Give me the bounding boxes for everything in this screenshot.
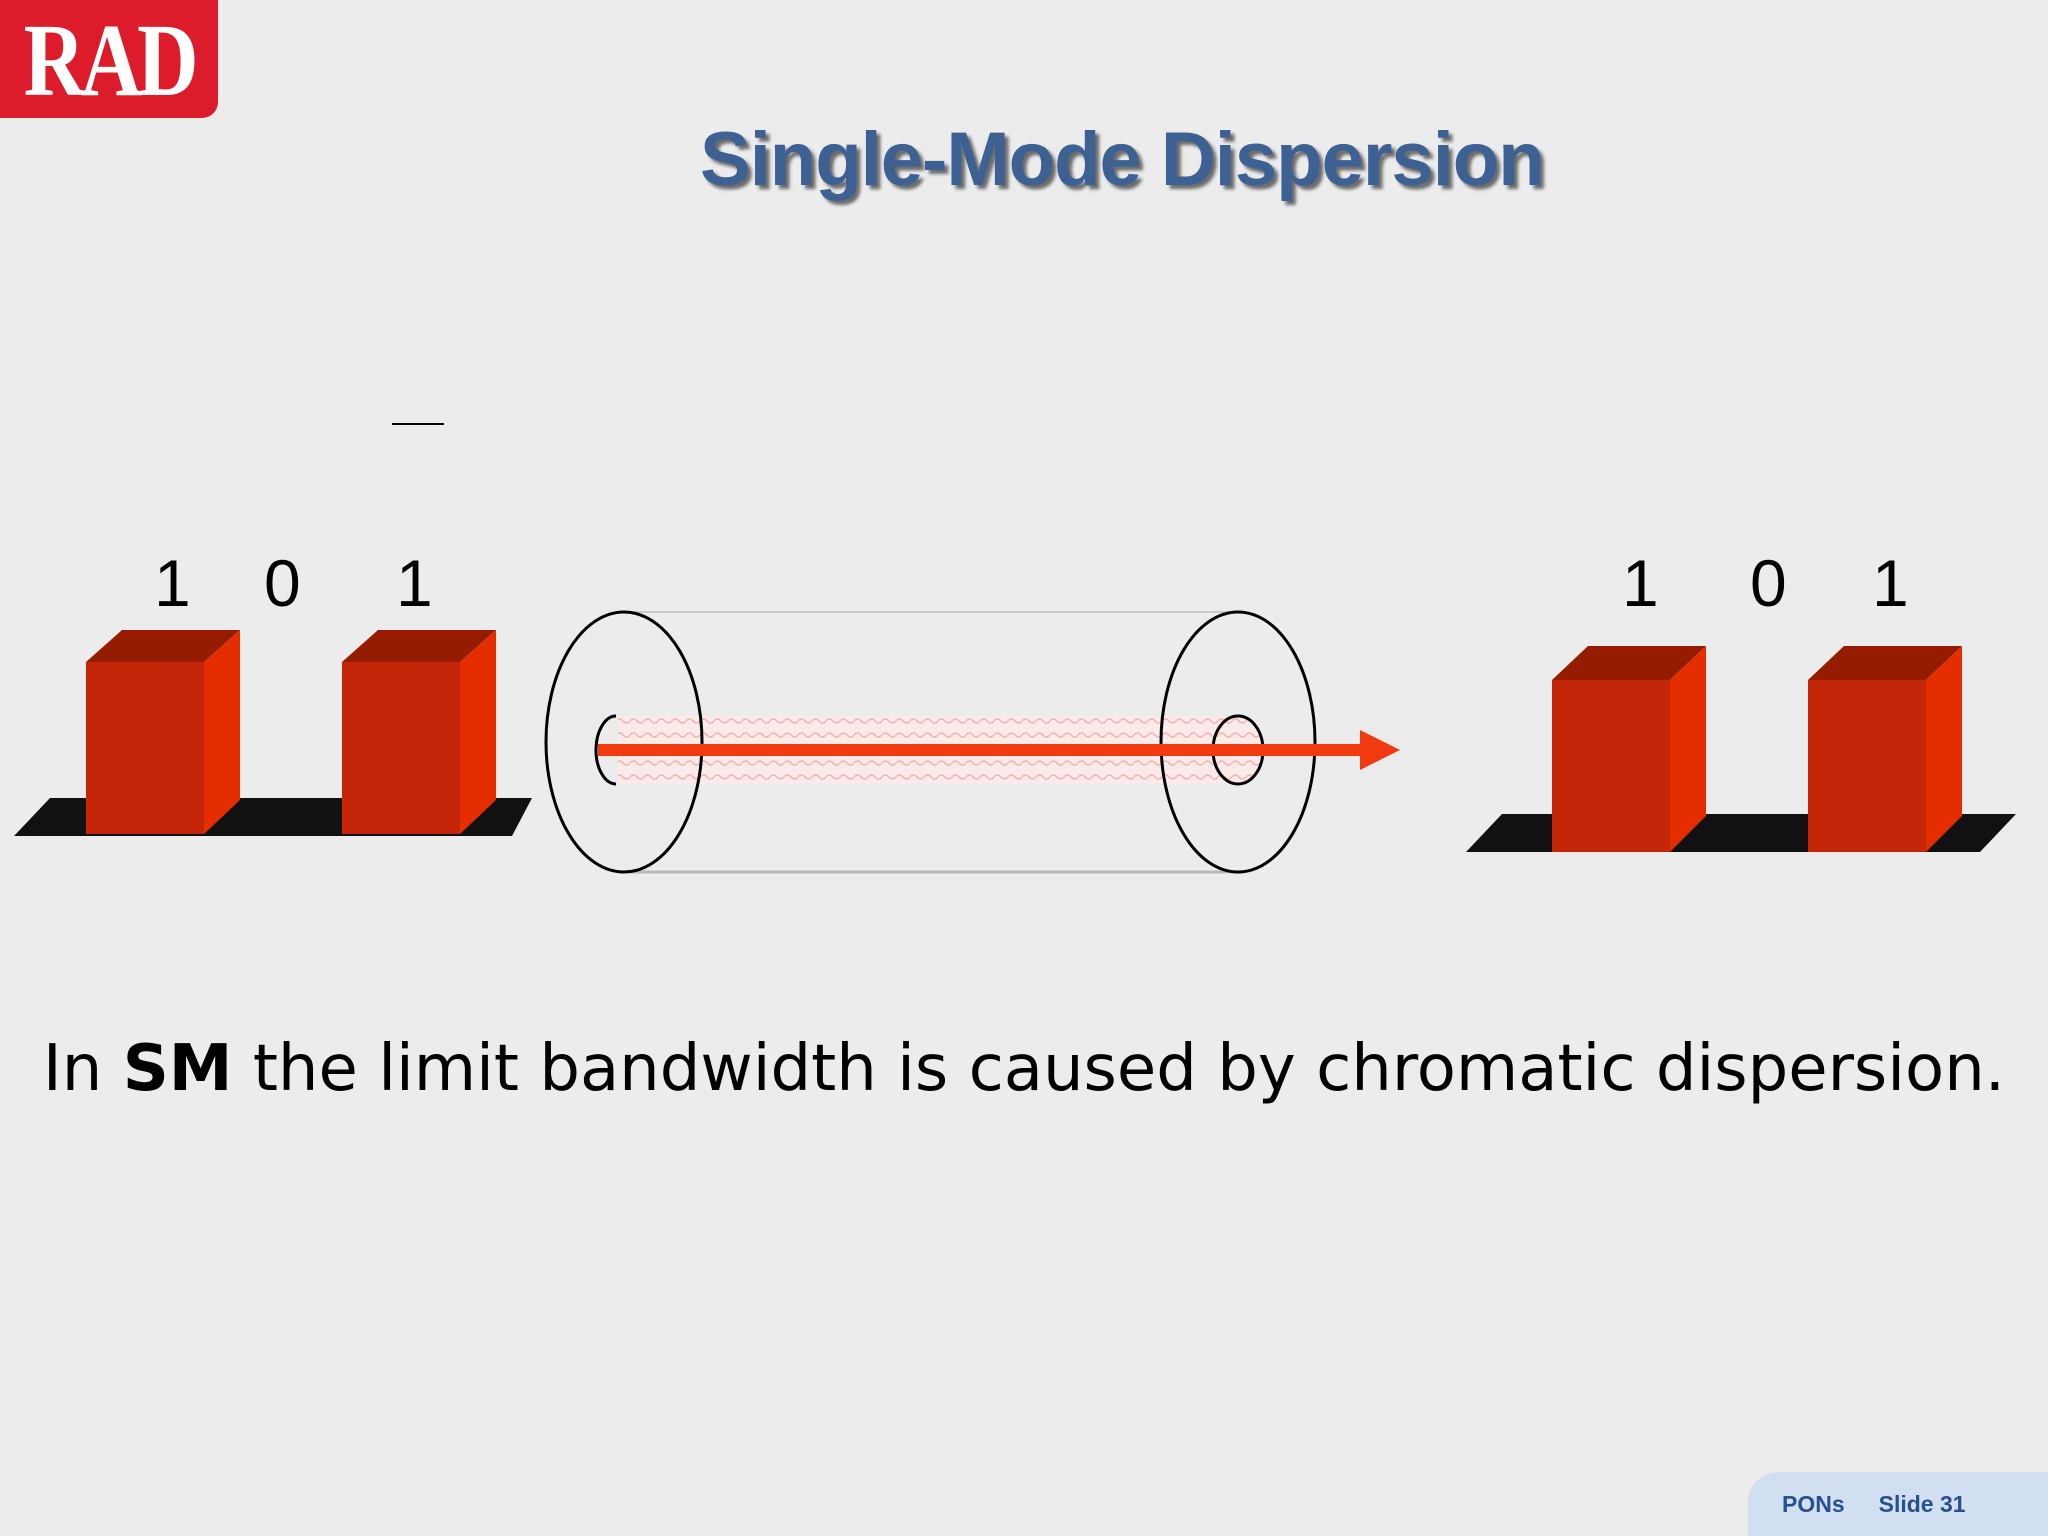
caption-suffix: the limit bandwidth is caused by chromat… xyxy=(232,1032,2006,1106)
caption-text: In SM the limit bandwidth is caused by c… xyxy=(0,1032,2048,1106)
logo-text: RAD xyxy=(23,3,199,118)
input-pulse-1 xyxy=(86,630,240,834)
input-bit-2: 0 xyxy=(264,546,301,620)
footer-slide-number: Slide 31 xyxy=(1878,1490,1966,1517)
output-bit-3: 1 xyxy=(1872,546,1909,620)
slide-title: Single-Mode Dispersion xyxy=(700,117,1545,202)
output-bit-1: 1 xyxy=(1622,546,1659,620)
input-bit-1: 1 xyxy=(154,546,191,620)
slide-footer: PONs Slide 31 xyxy=(1748,1472,2048,1536)
input-bit-3: 1 xyxy=(396,546,433,620)
output-bit-2: 0 xyxy=(1750,546,1787,620)
input-pulse-2 xyxy=(342,630,496,834)
caption-bold: SM xyxy=(122,1032,233,1106)
fiber-end-left xyxy=(544,610,704,874)
output-bit-labels: 1 0 1 xyxy=(1622,546,1909,620)
core-end-left xyxy=(594,714,617,786)
rad-logo: RAD xyxy=(0,0,218,118)
light-beam-arrow xyxy=(598,730,1400,770)
footer-section: PONs xyxy=(1782,1490,1845,1517)
fiber-cable xyxy=(544,610,1317,874)
input-bit-labels: 1 0 1 xyxy=(154,546,433,620)
caption-prefix: In xyxy=(42,1032,123,1106)
output-pulse-train xyxy=(1466,646,2016,852)
fiber-end-right xyxy=(1159,610,1317,874)
input-pulse-train xyxy=(14,630,532,836)
output-pulse-2 xyxy=(1808,646,1962,852)
output-pulse-1 xyxy=(1552,646,1706,852)
